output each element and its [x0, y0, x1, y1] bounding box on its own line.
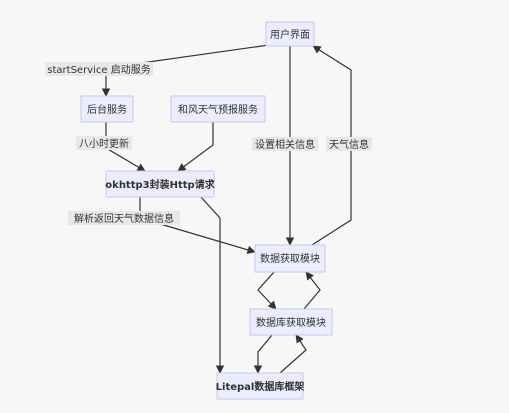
edge-labels: startService 启动服务 八小时更新 解析返回天气数据信息 设置相关信…: [45, 62, 372, 225]
edge-label-start-service: startService 启动服务: [47, 63, 150, 76]
node-weather-service: 和风天气预报服务: [170, 95, 266, 123]
node-litepal-label: Litepal数据库框架: [216, 380, 305, 393]
node-litepal: Litepal数据库框架: [216, 372, 305, 400]
node-okhttp: okhttp3封装Http请求: [105, 170, 216, 198]
edge-label-settings: 设置相关信息: [255, 138, 315, 151]
edge-weather-to-okhttp: [177, 122, 214, 172]
node-weather-service-label: 和风天气预报服务: [178, 103, 258, 116]
node-ui-label: 用户界面: [270, 28, 310, 41]
node-fetch-label: 数据获取模块: [260, 252, 320, 265]
edge-label-eight-hours: 八小时更新: [79, 137, 129, 150]
edge-okhttp-to-litepal: [199, 195, 225, 374]
edge-litepal-to-dbfetch: [279, 334, 307, 374]
edge-fetch-to-dbfetch: [257, 271, 277, 310]
edge-label-weather-info: 天气信息: [329, 138, 369, 151]
node-okhttp-label: okhttp3封装Http请求: [105, 178, 215, 191]
node-ui: 用户界面: [265, 21, 315, 47]
edge-dbfetch-to-fetch: [303, 271, 321, 310]
edge-dbfetch-to-litepal: [253, 334, 273, 374]
node-dbfetch: 数据库获取模块: [249, 308, 333, 336]
node-bg-label: 后台服务: [87, 103, 127, 116]
node-bg: 后台服务: [80, 95, 134, 123]
edge-label-parse-weather: 解析返回天气数据信息: [74, 212, 174, 225]
node-fetch: 数据获取模块: [254, 244, 326, 273]
node-dbfetch-label: 数据库获取模块: [256, 316, 326, 329]
